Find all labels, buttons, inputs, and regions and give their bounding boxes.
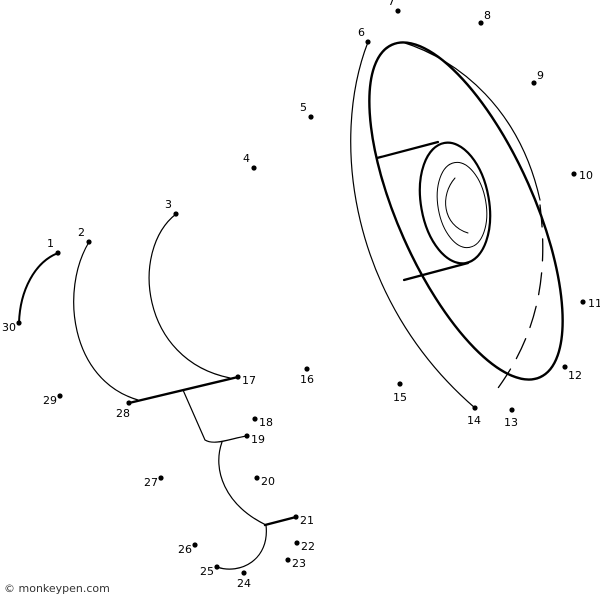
dot-label-13: 13 (504, 416, 518, 429)
dot-label-24: 24 (237, 577, 251, 590)
dot-label-17: 17 (242, 374, 256, 387)
dot-7 (395, 8, 401, 14)
dot-1 (55, 250, 61, 256)
dot-label-23: 23 (292, 557, 306, 570)
dot-29 (57, 393, 63, 399)
dot-8 (478, 20, 484, 26)
dot-30 (16, 320, 22, 326)
dot-label-3: 3 (165, 198, 172, 211)
socket-cap (418, 141, 492, 265)
arm-lower-curve (218, 441, 267, 526)
dot-20 (254, 475, 260, 481)
dot-label-5: 5 (300, 101, 307, 114)
dot-label-30: 30 (2, 321, 16, 334)
dot-5 (308, 114, 314, 120)
socket-bottom-line (402, 261, 470, 282)
dot-14 (472, 405, 478, 411)
dot-label-28: 28 (116, 407, 130, 420)
dot-28 (126, 400, 132, 406)
dot-12 (562, 364, 568, 370)
dot-label-2: 2 (78, 226, 85, 239)
socket-top-line (375, 140, 440, 160)
dot-label-9: 9 (537, 69, 544, 82)
dot-23 (285, 557, 291, 563)
arm-curve-1-30 (18, 252, 59, 324)
arm-bar-21 (263, 515, 298, 527)
dot-label-7: 7 (388, 0, 395, 8)
dot-label-14: 14 (467, 414, 481, 427)
dot-27 (158, 475, 164, 481)
dot-6 (365, 39, 371, 45)
shade-rim-inner (401, 41, 541, 201)
socket-inner-curve (445, 177, 469, 234)
dot-label-15: 15 (393, 391, 407, 404)
dot-10 (571, 171, 577, 177)
dot-label-20: 20 (261, 475, 275, 488)
dot-label-11: 11 (588, 297, 600, 310)
dot-label-19: 19 (251, 433, 265, 446)
dot-label-18: 18 (259, 416, 273, 429)
credit-text: © monkeypen.com (4, 582, 110, 595)
dot-label-16: 16 (300, 373, 314, 386)
dot-22 (294, 540, 300, 546)
dot-16 (304, 366, 310, 372)
arm-curve-3-17 (148, 213, 231, 379)
dot-15 (397, 381, 403, 387)
dot-4 (251, 165, 257, 171)
dot-3 (173, 211, 179, 217)
dot-label-4: 4 (243, 152, 250, 165)
dot-label-21: 21 (300, 514, 314, 527)
dot-label-27: 27 (144, 476, 158, 489)
dot-24 (241, 570, 247, 576)
dot-2 (86, 239, 92, 245)
dot-26 (192, 542, 198, 548)
arm-foot (216, 524, 267, 570)
dot-18 (252, 416, 258, 422)
dot-label-8: 8 (484, 9, 491, 22)
shade-rim-inner-dashed (497, 204, 544, 389)
dot-17 (235, 374, 241, 380)
shade-rim-outer (368, 41, 564, 381)
dot-11 (580, 299, 586, 305)
partial-drawing (18, 41, 564, 570)
arm-neck (182, 389, 248, 443)
socket-inner-ring (436, 161, 488, 249)
shade-side-line (350, 41, 476, 409)
dot-label-25: 25 (200, 565, 214, 578)
arm-curve-2-28 (73, 241, 139, 401)
dot-label-10: 10 (579, 169, 593, 182)
dot-13 (509, 407, 515, 413)
dot-21 (293, 514, 299, 520)
dot-19 (244, 433, 250, 439)
dot-label-22: 22 (301, 540, 315, 553)
dot-label-29: 29 (43, 394, 57, 407)
dot-25 (214, 564, 220, 570)
dot-label-12: 12 (568, 369, 582, 382)
dot-label-1: 1 (47, 237, 54, 250)
dot-label-6: 6 (358, 26, 365, 39)
dot-9 (531, 80, 537, 86)
dot-label-26: 26 (178, 543, 192, 556)
